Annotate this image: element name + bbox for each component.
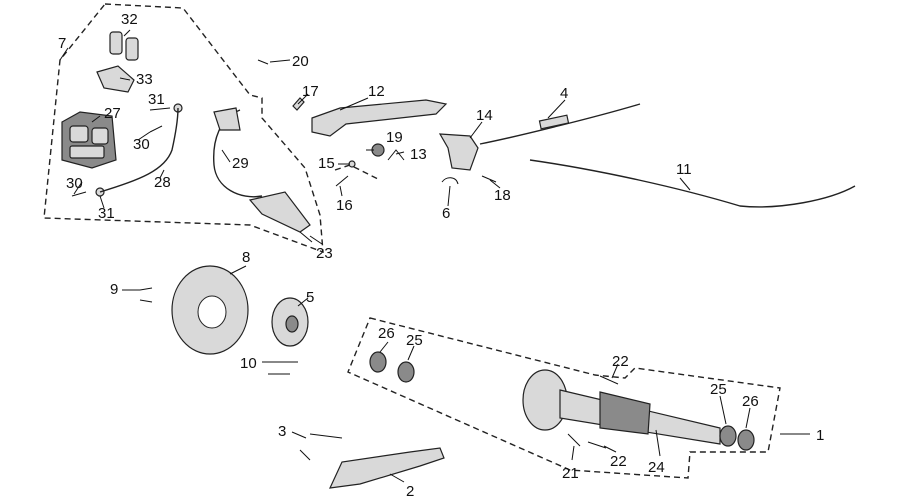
callout-26-left: 26 xyxy=(378,325,395,342)
callout-9: 9 xyxy=(110,281,118,298)
callout-10: 10 xyxy=(240,355,257,372)
leader-lines xyxy=(59,29,810,483)
callout-2: 2 xyxy=(406,483,414,498)
part-25-bearing-right xyxy=(719,425,737,447)
part-13-clip xyxy=(387,149,405,161)
callout-5: 5 xyxy=(306,289,314,306)
callout-22-lower: 22 xyxy=(610,453,627,470)
part-6-clip xyxy=(441,177,459,185)
callout-30-upper: 30 xyxy=(133,136,150,153)
part-30-bolt-lower xyxy=(71,191,87,197)
group-outline-cable-clip xyxy=(334,164,381,181)
part-24-axle-housing xyxy=(522,369,721,445)
group-outline-rear-axle xyxy=(347,317,781,479)
callout-14: 14 xyxy=(476,107,493,124)
callout-4: 4 xyxy=(560,85,568,102)
part-16-bolt xyxy=(335,175,349,187)
part-23-master-cylinder xyxy=(248,191,313,243)
part-30-bolt-upper xyxy=(149,125,163,133)
callout-28: 28 xyxy=(154,174,171,191)
part-28-brake-hose xyxy=(99,107,179,193)
part-22-bolt-upper xyxy=(599,375,619,385)
part-3-bolts xyxy=(299,433,343,461)
part-14-cable-bracket xyxy=(438,133,479,171)
callout-22-upper: 22 xyxy=(612,353,629,370)
callout-31-upper: 31 xyxy=(148,91,165,108)
part-25-bearing-left xyxy=(397,361,415,383)
part-8-brake-disc xyxy=(171,265,249,355)
callout-25-right: 25 xyxy=(710,381,727,398)
callout-3: 3 xyxy=(278,423,286,440)
part-10-bolts xyxy=(268,361,298,375)
group-outline-brake-assembly xyxy=(43,3,324,254)
part-18-bolt xyxy=(481,175,497,183)
callout-32: 32 xyxy=(121,11,138,28)
callout-12: 12 xyxy=(368,83,385,100)
callout-21: 21 xyxy=(562,465,579,482)
callout-1: 1 xyxy=(816,427,824,444)
callout-23: 23 xyxy=(316,245,333,262)
callout-20: 20 xyxy=(292,53,309,70)
part-9-bolts xyxy=(139,287,153,303)
part-4-cable-adjuster xyxy=(538,114,570,130)
part-26-seal-left xyxy=(369,351,387,373)
part-4-brake-cable xyxy=(479,103,641,145)
callout-26-right: 26 xyxy=(742,393,759,410)
part-32-brake-pads xyxy=(109,31,139,61)
callout-16: 16 xyxy=(336,197,353,214)
callout-11: 11 xyxy=(676,161,692,178)
part-27-brake-caliper xyxy=(61,111,117,169)
part-21-stud xyxy=(567,433,581,447)
part-5-hub xyxy=(271,297,309,347)
callout-6: 6 xyxy=(442,205,450,222)
part-2-chain-guard xyxy=(328,447,445,489)
part-11-cable xyxy=(529,159,856,208)
callout-17: 17 xyxy=(302,83,319,100)
callout-18: 18 xyxy=(494,187,511,204)
part-22-bolt-lower xyxy=(587,441,607,449)
callout-33: 33 xyxy=(136,71,153,88)
callout-30-lower: 30 xyxy=(66,175,83,192)
part-12-brake-pedal-arm xyxy=(311,99,448,137)
callout-31-lower: 31 xyxy=(98,205,115,222)
callout-15: 15 xyxy=(318,155,335,172)
part-29-fitting xyxy=(213,107,241,131)
callout-27: 27 xyxy=(104,105,121,122)
callout-24: 24 xyxy=(648,459,665,476)
part-26-seal-right xyxy=(737,429,755,451)
callout-25-left: 25 xyxy=(406,332,423,349)
callout-29: 29 xyxy=(232,155,249,172)
callout-19: 19 xyxy=(386,129,403,146)
callout-8: 8 xyxy=(242,249,250,266)
part-33-caliper-bracket xyxy=(96,65,135,93)
callout-7: 7 xyxy=(58,35,66,52)
part-20-bolt xyxy=(257,59,269,65)
callout-13: 13 xyxy=(410,146,427,163)
